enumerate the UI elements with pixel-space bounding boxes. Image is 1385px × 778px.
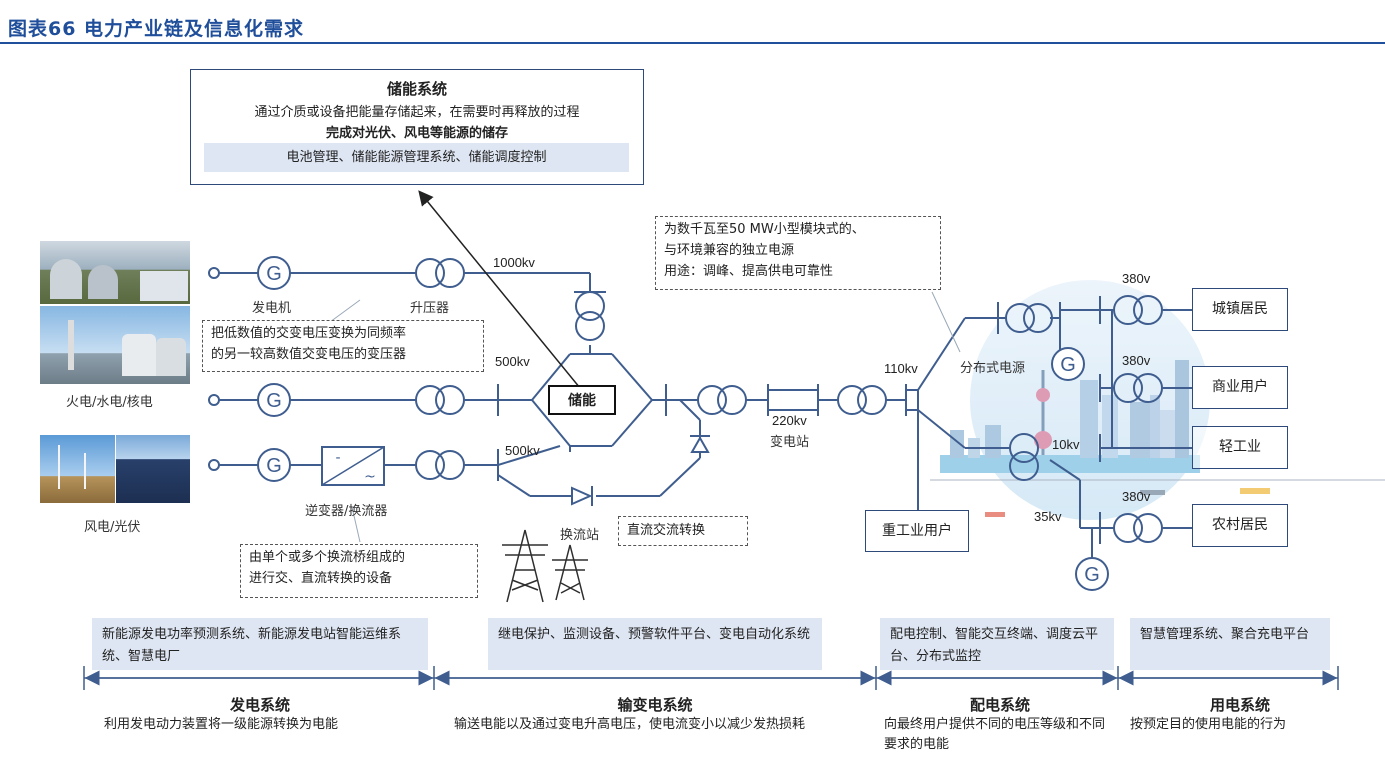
system-desc-consumption: 按预定目的使用电能的行为 xyxy=(1130,717,1287,732)
small-module-note-line: 用途：调峰、提高供电可靠性 xyxy=(664,264,834,279)
voltage-220kv: 220kv xyxy=(772,413,807,428)
dc-ac-conversion-box: 直流交流转换 xyxy=(618,516,748,546)
voltage-500kv-lower: 500kv xyxy=(505,443,540,458)
system-name-transmission: 输变电系统 xyxy=(617,696,693,714)
converter-station-label: 换流站 xyxy=(560,528,600,543)
note-pointer xyxy=(351,506,361,543)
title-rule xyxy=(0,42,1385,44)
system-scale-arrows xyxy=(83,666,1339,690)
solar-farm-photo xyxy=(116,435,190,503)
urban-residents-box: 城镇居民 xyxy=(1192,288,1288,331)
thermal-nuclear-photo xyxy=(40,306,190,384)
inverter-icon: - ~ xyxy=(321,446,385,486)
note-pointer xyxy=(931,291,961,353)
transformer-note-line: 把低数值的交变电压变换为同频率 xyxy=(211,326,407,341)
generation-it-band: 新能源发电功率预测系统、新能源发电站智能运维系统、智慧电厂 xyxy=(92,618,428,670)
voltage-1000kv: 1000kv xyxy=(493,255,535,270)
transmission-it-band: 继电保护、监测设备、预警软件平台、变电自动化系统 xyxy=(488,618,822,670)
small-module-note-line: 与环境兼容的独立电源 xyxy=(664,243,795,258)
system-name-generation: 发电系统 xyxy=(229,696,290,714)
svg-text:-: - xyxy=(335,450,340,466)
hydro-power-photo xyxy=(40,241,190,304)
storage-title: 储能系统 xyxy=(386,80,447,98)
substation-label: 变电站 xyxy=(770,435,810,450)
note-pointer xyxy=(329,299,361,323)
voltage-380v-b: 380v xyxy=(1122,353,1151,368)
light-industry-box: 轻工业 xyxy=(1192,426,1288,469)
transformer-label: 升压器 xyxy=(410,301,450,316)
commercial-users-box: 商业用户 xyxy=(1192,366,1288,409)
consumption-it-band: 智慧管理系统、聚合充电平台 xyxy=(1130,618,1330,670)
transformer-icon xyxy=(415,258,1163,543)
system-name-distribution: 配电系统 xyxy=(969,696,1030,714)
figure-title: 图表66 电力产业链及信息化需求 xyxy=(8,18,305,40)
small-module-note-line: 为数千瓦至50 MW小型模块式的、 xyxy=(664,222,865,237)
terminal-circles xyxy=(208,267,220,471)
generator-g-label: G xyxy=(266,390,282,412)
generator-label: 发电机 xyxy=(252,301,292,316)
system-desc-transmission: 输送电能以及通过变电升高电压，使电流变小以减少发热损耗 xyxy=(454,717,806,732)
generator-g-label: G xyxy=(1084,564,1100,586)
voltage-35kv: 35kv xyxy=(1034,509,1062,524)
generator-g-label: G xyxy=(266,455,282,477)
small-module-note: 为数千瓦至50 MW小型模块式的、 与环境兼容的独立电源 用途：调峰、提高供电可… xyxy=(655,216,941,290)
storage-line1: 通过介质或设备把能量存储起来，在需要时再释放的过程 xyxy=(254,105,580,120)
distribution-it-band: 配电控制、智能交互终端、调度云平台、分布式监控 xyxy=(880,618,1114,670)
storage-band: 电池管理、储能能源管理系统、储能调度控制 xyxy=(204,143,629,172)
inverter-note: 由单个或多个换流桥组成的 进行交、直流转换的设备 xyxy=(240,544,478,598)
hydro-nuclear-label: 火电/水电/核电 xyxy=(66,395,153,410)
rural-residents-box: 农村居民 xyxy=(1192,504,1288,547)
inverter-label: 逆变器/换流器 xyxy=(305,504,388,519)
wind-farm-photo xyxy=(40,435,115,503)
generator-g-label: G xyxy=(1060,354,1076,376)
transformer-note: 把低数值的交变电压变换为同频率 的另一较高数值交变电压的变压器 xyxy=(202,320,484,372)
wiring xyxy=(218,272,1192,560)
system-name-consumption: 用电系统 xyxy=(1209,696,1270,714)
svg-text:~: ~ xyxy=(364,469,376,485)
power-tower-icon xyxy=(502,529,588,603)
storage-node: 储能 xyxy=(548,385,616,415)
voltage-110kv: 110kv xyxy=(884,361,918,376)
system-desc-generation: 利用发电动力装置将一级能源转换为电能 xyxy=(104,717,339,732)
system-desc-distribution: 向最终用户提供不同的电压等级和不同要求的电能 xyxy=(884,717,1106,752)
voltage-380v-c: 380v xyxy=(1122,489,1151,504)
voltage-10kv: 10kv xyxy=(1052,437,1080,452)
generator-g-label: G xyxy=(266,263,282,285)
diode-icon xyxy=(571,435,710,506)
storage-arrow xyxy=(418,190,581,389)
inverter-note-line: 进行交、直流转换的设备 xyxy=(249,571,393,586)
distributed-source-label: 分布式电源 xyxy=(960,361,1026,376)
storage-line2: 完成对光伏、风电等能源的储存 xyxy=(325,126,508,141)
wind-solar-label: 风电/光伏 xyxy=(84,520,141,535)
voltage-380v-a: 380v xyxy=(1122,271,1151,286)
generator-icon xyxy=(257,256,1109,591)
transformer-note-line: 的另一较高数值交变电压的变压器 xyxy=(211,347,407,362)
voltage-500kv-upper: 500kv xyxy=(495,354,530,369)
inverter-note-line: 由单个或多个换流桥组成的 xyxy=(249,550,406,565)
storage-system-box: 储能系统 通过介质或设备把能量存储起来，在需要时再释放的过程 完成对光伏、风电等… xyxy=(190,69,644,185)
heavy-industry-box: 重工业用户 xyxy=(865,510,969,552)
